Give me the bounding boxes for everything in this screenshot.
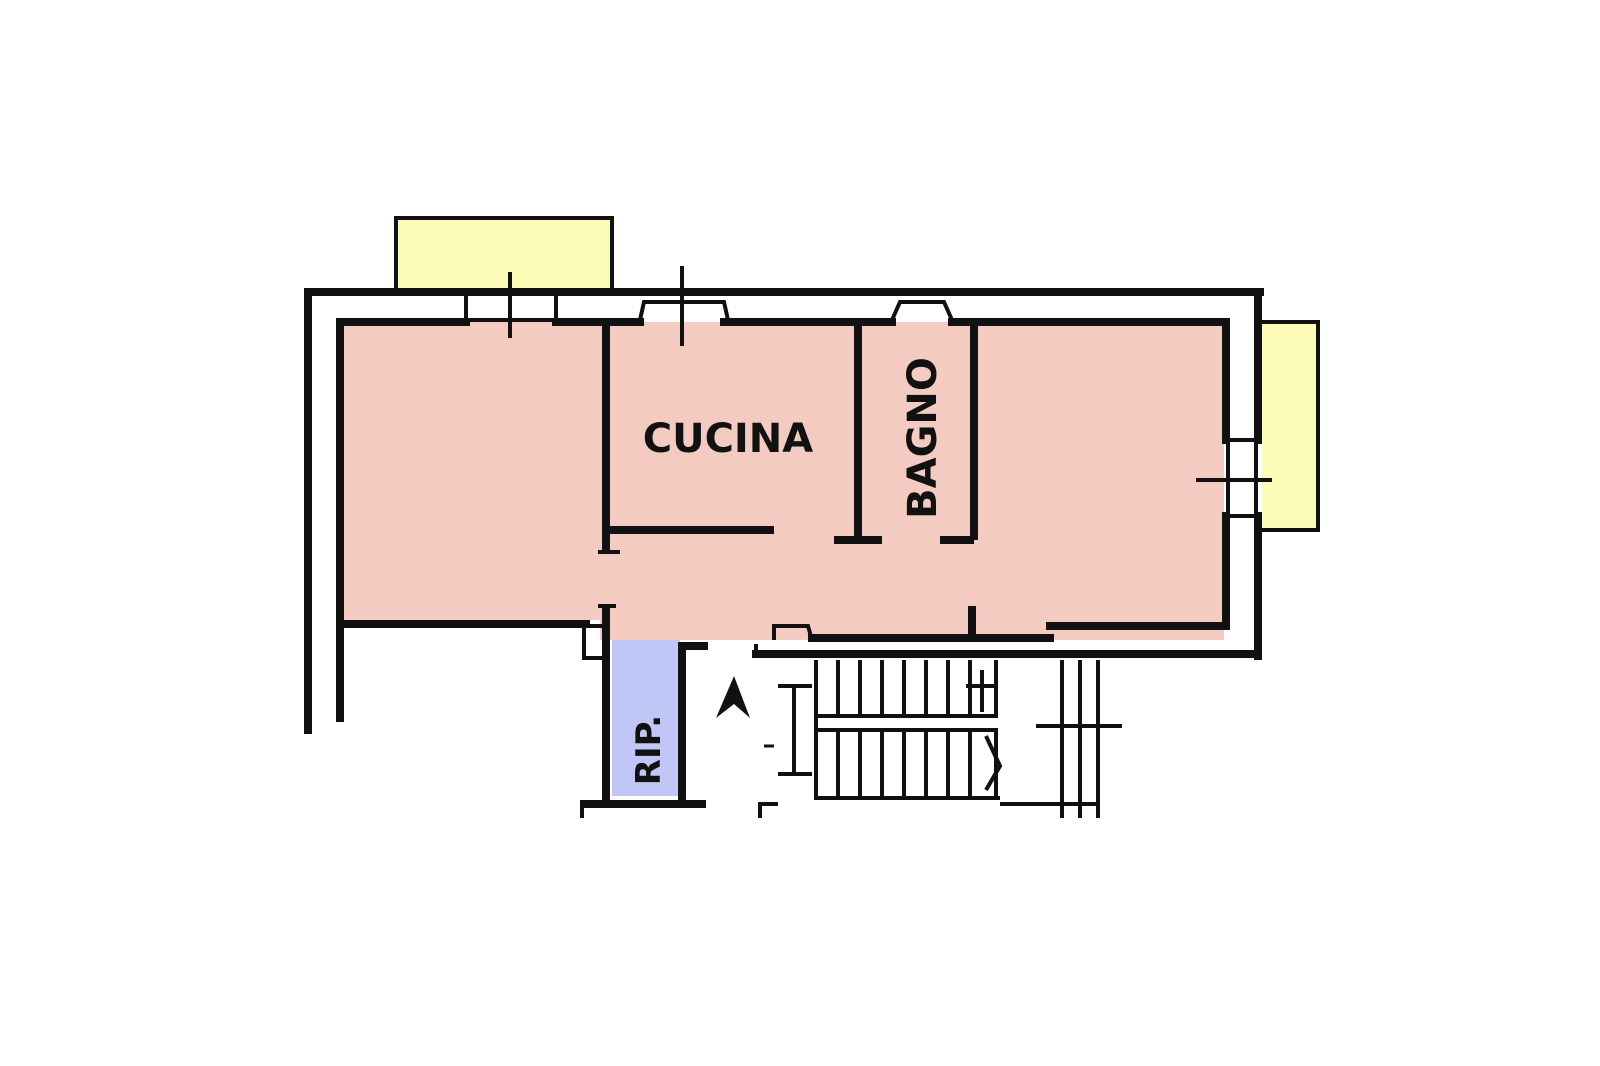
storage-label: RIP. [629, 715, 669, 785]
exterior-walls [304, 288, 1264, 734]
staircase [778, 660, 1122, 818]
wall-details [580, 550, 814, 818]
balcony-right [1262, 323, 1318, 529]
balcony-outlines [394, 216, 1320, 532]
kitchen-label: CUCINA [643, 416, 814, 462]
apartment-area [342, 322, 1224, 640]
windows [464, 266, 1272, 518]
storage-area [612, 640, 680, 796]
north-arrow-icon [716, 676, 750, 718]
bathroom-label: BAGNO [900, 357, 946, 519]
balcony-top [398, 220, 612, 292]
